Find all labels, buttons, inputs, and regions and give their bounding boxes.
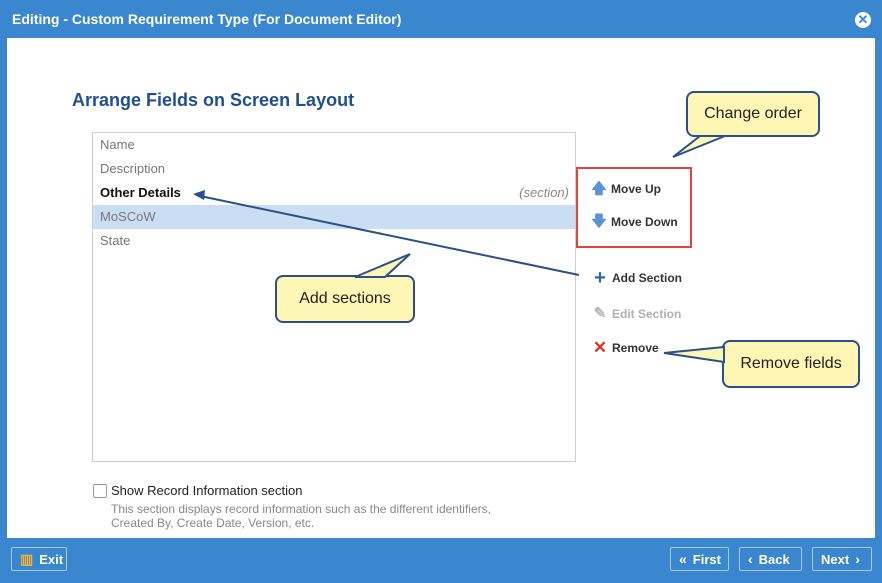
record-info-label: Show Record Information section <box>111 483 303 498</box>
callout-add-sections: Add sections <box>275 275 415 323</box>
chevron-left-icon: ‹ <box>748 551 753 567</box>
title-bar: Editing - Custom Requirement Type (For D… <box>0 0 882 38</box>
page-title: Arrange Fields on Screen Layout <box>72 90 355 110</box>
double-chevron-left-icon: « <box>679 551 687 567</box>
list-item[interactable]: State <box>93 229 575 253</box>
edit-section-button[interactable]: ✎ Edit Section <box>592 305 682 322</box>
list-item[interactable]: Name <box>93 133 575 157</box>
exit-button[interactable]: ▥ Exit <box>11 547 67 571</box>
field-label: Description <box>100 161 166 176</box>
callout-change-order: Change order <box>686 91 820 137</box>
remove-label: Remove <box>612 341 659 355</box>
section-tag: (section) <box>519 185 569 200</box>
plus-icon: + <box>594 267 606 289</box>
exit-label: Exit <box>39 551 64 567</box>
list-item-section[interactable]: Other Details (section) <box>93 181 575 205</box>
field-label: State <box>100 233 131 248</box>
exit-door-icon: ▥ <box>20 550 34 567</box>
arrow-down-icon: 🡇 <box>591 213 607 230</box>
move-up-label: Move Up <box>611 182 662 196</box>
close-icon[interactable]: ✕ <box>855 12 871 28</box>
edit-section-label: Edit Section <box>612 307 682 321</box>
add-section-label: Add Section <box>612 271 683 285</box>
record-info-checkbox[interactable] <box>93 484 107 498</box>
remove-button[interactable]: ✕ Remove <box>592 338 659 357</box>
chevron-right-icon: › <box>855 551 860 567</box>
arrow-up-icon: 🡅 <box>591 180 607 197</box>
first-button[interactable]: « First <box>670 547 729 571</box>
first-label: First <box>692 551 721 567</box>
callout-remove-fields: Remove fields <box>722 340 860 388</box>
add-section-button[interactable]: + Add Section <box>592 267 683 289</box>
dialog-title: Editing - Custom Requirement Type (For D… <box>12 11 402 27</box>
next-button[interactable]: Next › <box>812 547 872 571</box>
move-up-button[interactable]: 🡅 Move Up <box>591 181 661 197</box>
field-label: MoSCoW <box>100 209 156 224</box>
list-item-selected[interactable]: MoSCoW <box>93 205 575 229</box>
back-label: Back <box>758 551 790 567</box>
back-button[interactable]: ‹ Back <box>739 547 802 571</box>
next-label: Next <box>821 551 850 567</box>
record-info-description: This section displays record information… <box>111 502 491 530</box>
move-down-button[interactable]: 🡇 Move Down <box>591 213 678 230</box>
edit-icon: ✎ <box>593 305 607 322</box>
dialog-content: Arrange Fields on Screen Layout Name Des… <box>7 38 875 538</box>
move-down-label: Move Down <box>611 215 678 229</box>
section-label: Other Details <box>100 185 181 200</box>
remove-x-icon: ✕ <box>592 338 608 357</box>
list-item[interactable]: Description <box>93 157 575 181</box>
field-label: Name <box>100 137 135 152</box>
